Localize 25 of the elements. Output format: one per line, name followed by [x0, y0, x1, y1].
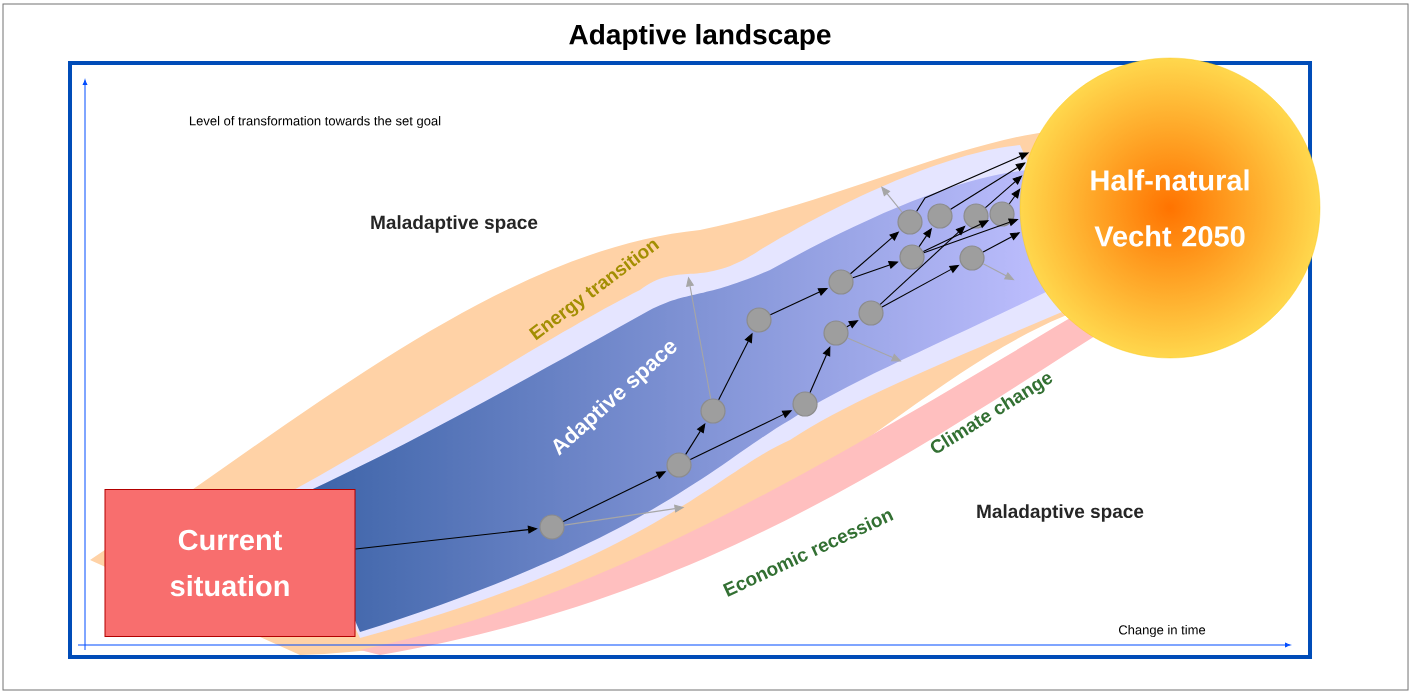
step-circle [899, 244, 925, 270]
step-circle [746, 307, 772, 333]
step-circle [666, 452, 692, 478]
arrow [950, 162, 1026, 210]
step-circle [858, 300, 884, 326]
arrow [881, 186, 903, 213]
situation-box: Current situation [104, 489, 356, 637]
arrow [846, 320, 859, 329]
axis-label: Level of transformation towards the set goal [190, 115, 441, 129]
step-circle [989, 201, 1015, 227]
step-circle [700, 398, 726, 424]
region-label: Maladaptive space [371, 215, 538, 233]
axis-label: Change in time [1118, 624, 1206, 638]
step-circle [792, 391, 818, 417]
step-circle [539, 514, 565, 540]
step-circle [927, 203, 953, 229]
step-circle [897, 209, 923, 235]
step-circle [963, 203, 989, 229]
title: Adaptive landscape [569, 23, 831, 51]
step-circle [828, 269, 854, 295]
arrow [1008, 188, 1021, 205]
step-circle [823, 320, 849, 346]
step-circle [959, 245, 985, 271]
region-label: Maladaptive space [977, 504, 1144, 522]
arrow [354, 525, 538, 550]
